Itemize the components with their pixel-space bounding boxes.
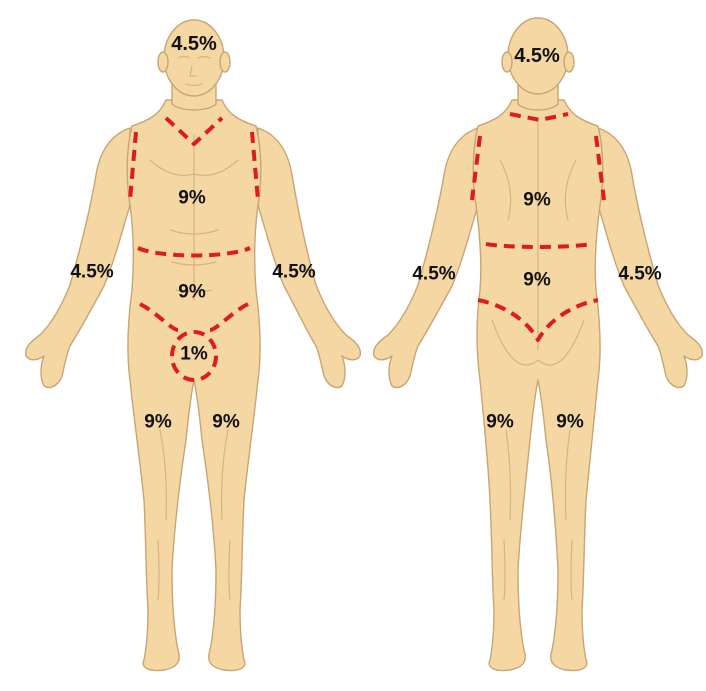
back-figure	[374, 18, 703, 671]
back-right-arm	[598, 128, 702, 388]
back-left-leg-label: 9%	[486, 413, 513, 432]
back-lower-back-label: 9%	[523, 271, 550, 290]
front-chest-label: 9%	[178, 189, 205, 208]
back-left-arm-label: 4.5%	[412, 265, 455, 284]
front-genitals-label: 1%	[180, 345, 207, 364]
front-right-arm	[258, 128, 360, 388]
front-left-arm-label: 4.5%	[70, 263, 113, 282]
front-abdomen-label: 9%	[178, 283, 205, 302]
back-right-arm-label: 4.5%	[618, 265, 661, 284]
front-right-leg-label: 9%	[212, 413, 239, 432]
front-head-label: 4.5%	[171, 34, 217, 54]
back-head-label: 4.5%	[514, 46, 560, 66]
front-right-arm-label: 4.5%	[272, 263, 315, 282]
back-right-leg-label: 9%	[556, 413, 583, 432]
front-left-leg-label: 9%	[144, 413, 171, 432]
front-head	[164, 20, 224, 96]
back-left-arm	[374, 128, 478, 388]
back-upper-back-label: 9%	[523, 191, 550, 210]
front-left-arm	[26, 128, 130, 388]
